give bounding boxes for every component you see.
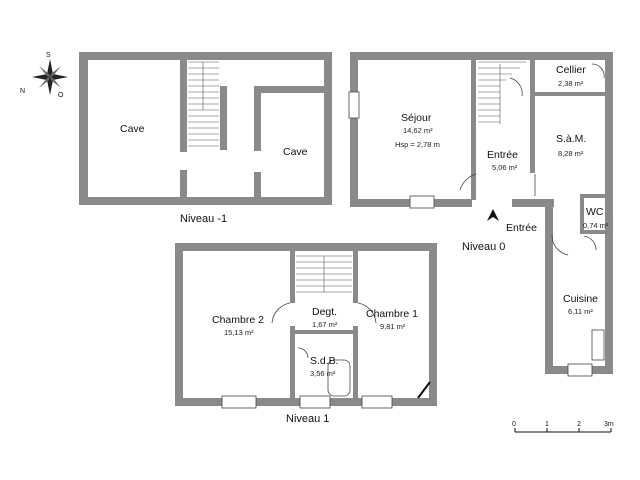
ground-floor-plan: Séjour 14,62 m² Hsp = 2,78 m Entrée 5,06… (348, 52, 613, 377)
compass-rose-icon: S N O (20, 52, 68, 99)
room-area: 6,11 m² (568, 307, 593, 316)
room-name: Chambre 1 (366, 308, 418, 320)
room-area: 5,06 m² (492, 163, 518, 172)
room-name: Séjour (401, 112, 432, 124)
room-name: Entrée (487, 149, 518, 161)
entrance-arrow-icon (487, 209, 499, 221)
room-area: 0,74 m² (583, 221, 609, 230)
room-hsp: Hsp = 2,78 m (395, 140, 440, 149)
room-name: Cellier (556, 64, 586, 76)
compass-letter: O (58, 92, 64, 99)
room-name: Chambre 2 (212, 314, 264, 326)
scale-tick: 0 (512, 421, 516, 428)
room-name: Cave (120, 123, 145, 135)
room-area: 3,56 m² (310, 369, 336, 378)
room-area: 14,62 m² (403, 126, 433, 135)
room-name: Cave (283, 146, 308, 158)
first-floor-stairs (296, 255, 352, 293)
room-name: Cuisine (563, 293, 598, 305)
ground-stairs (478, 61, 526, 124)
room-area: 2,38 m² (558, 79, 584, 88)
compass-letter: S (46, 52, 51, 59)
room-area: 1,67 m² (312, 320, 338, 329)
scale-tick: 3m (604, 421, 614, 428)
room-area: 9,81 m² (380, 322, 406, 331)
basement-stairs (188, 61, 219, 147)
room-name: WC (586, 206, 604, 218)
level-label-first: Niveau 1 (286, 413, 329, 425)
room-name: Degt. (312, 306, 337, 318)
compass-letter: N (20, 88, 25, 95)
level-label-ground: Niveau 0 (462, 241, 505, 253)
room-name: S.à.M. (556, 133, 586, 145)
room-area: 15,13 m² (224, 328, 254, 337)
room-area: 8,28 m² (558, 149, 584, 158)
scale-bar: 0 1 2 3m (512, 421, 614, 433)
level-label-basement: Niveau -1 (180, 213, 227, 225)
room-name: S.d.B. (310, 355, 339, 367)
scale-tick: 2 (577, 421, 581, 428)
entrance-label: Entrée (506, 222, 537, 234)
basement-plan: Cave Cave Niveau -1 (79, 52, 332, 225)
first-floor-plan: Chambre 2 15,13 m² Degt. 1,67 m² Chambre… (175, 243, 437, 425)
scale-tick: 1 (545, 421, 549, 428)
